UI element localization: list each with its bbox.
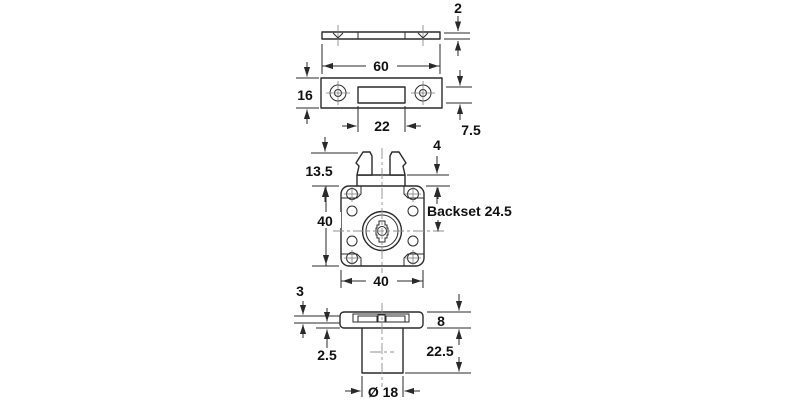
dim-label-plate-thickness: 2 bbox=[454, 0, 462, 16]
fixing-hole bbox=[346, 235, 358, 247]
dim-backset: Backset 24.5 bbox=[426, 185, 512, 232]
fixing-hole bbox=[346, 205, 358, 217]
latch-prong-left bbox=[355, 151, 373, 176]
dim-label-latch-height: 13.5 bbox=[305, 163, 332, 179]
dim-case-width: 40 bbox=[340, 270, 424, 289]
keyhole bbox=[375, 220, 389, 243]
dim-barrel-length: 22.5 bbox=[405, 343, 471, 374]
dim-plate-width: 60 bbox=[321, 44, 441, 74]
dim-flange-recess: 2.5 bbox=[316, 308, 340, 363]
flange bbox=[339, 311, 424, 329]
dim-label-latch-step: 4 bbox=[433, 137, 441, 153]
strike-slot bbox=[357, 86, 406, 104]
dim-label-barrel-diameter: Ø 18 bbox=[368, 384, 399, 400]
dim-label-case-width: 40 bbox=[373, 273, 389, 289]
dim-label-plate-height: 16 bbox=[297, 87, 313, 103]
dim-label-slot-width: 22 bbox=[374, 118, 390, 134]
corner-step bbox=[341, 253, 362, 266]
dim-label-barrel-length: 22.5 bbox=[426, 343, 453, 359]
corner-step bbox=[403, 186, 424, 199]
corner-hole bbox=[344, 186, 360, 202]
screw-hole-left bbox=[326, 81, 350, 105]
corner-step bbox=[341, 186, 362, 199]
strike-plate-face-view bbox=[320, 77, 443, 109]
dim-label-flange-lip: 3 bbox=[296, 283, 304, 299]
latch-prong-right bbox=[389, 151, 407, 176]
strike-plate-edge-view bbox=[321, 25, 441, 46]
core-segment-left bbox=[357, 315, 378, 323]
countersink-mark bbox=[332, 32, 344, 39]
dim-label-flange-thickness: 8 bbox=[437, 313, 445, 329]
corner-step bbox=[403, 253, 424, 266]
cylinder-barrel bbox=[361, 328, 404, 374]
dim-label-flange-recess: 2.5 bbox=[317, 347, 337, 363]
core-segment-right bbox=[385, 315, 406, 323]
corner-hole bbox=[405, 250, 421, 266]
dim-barrel-diameter: Ø 18 bbox=[345, 376, 420, 400]
dim-label-plate-width: 60 bbox=[373, 58, 389, 74]
dim-label-case-height: 40 bbox=[317, 213, 333, 229]
dim-latch-height: 13.5 bbox=[300, 137, 358, 202]
dim-case-height: 40 bbox=[310, 185, 341, 267]
dim-slot-width: 22 bbox=[342, 106, 421, 134]
dim-slot-height: 7.5 bbox=[446, 70, 481, 138]
corner-hole bbox=[405, 186, 421, 202]
dim-plate-thickness: 2 bbox=[444, 0, 470, 56]
screw-hole-right bbox=[411, 81, 435, 105]
dim-flange-thickness: 8 bbox=[427, 294, 471, 345]
latch-base bbox=[356, 174, 406, 186]
fixing-hole bbox=[407, 235, 419, 247]
corner-hole bbox=[344, 250, 360, 266]
core-hub bbox=[377, 314, 386, 323]
lock-case-front-view bbox=[333, 148, 447, 278]
dim-label-slot-height: 7.5 bbox=[461, 122, 481, 138]
lock-case-side-view bbox=[339, 303, 424, 387]
dim-label-backset: Backset 24.5 bbox=[427, 203, 512, 219]
dim-flange-lip: 3 bbox=[294, 283, 340, 338]
countersink-mark bbox=[417, 32, 429, 39]
dim-plate-height: 16 bbox=[296, 62, 319, 124]
fixing-hole bbox=[407, 205, 419, 217]
